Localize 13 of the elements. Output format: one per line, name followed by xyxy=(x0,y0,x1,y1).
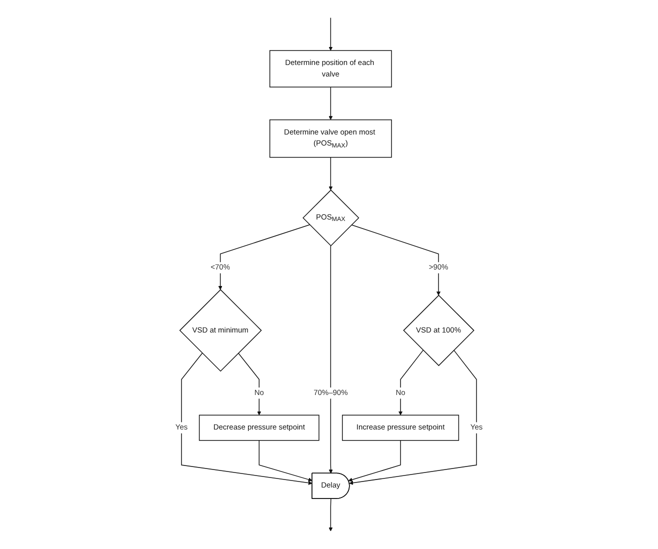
arrow xyxy=(328,245,333,474)
arrow xyxy=(181,352,312,485)
arrow xyxy=(348,440,401,482)
arrow xyxy=(351,224,441,296)
arrow xyxy=(328,156,333,190)
arrow xyxy=(328,86,333,120)
arrow xyxy=(398,350,424,416)
arrow xyxy=(328,498,333,532)
arrow xyxy=(238,352,262,416)
arrow xyxy=(349,350,477,485)
arrow xyxy=(218,224,310,290)
arrow xyxy=(328,17,333,51)
arrow xyxy=(258,440,312,482)
